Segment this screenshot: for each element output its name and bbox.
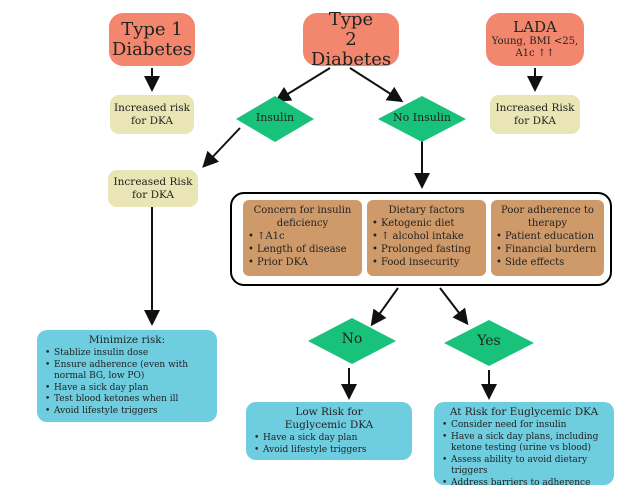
type1-line2: Diabetes <box>111 38 193 60</box>
diamond-no-insulin <box>378 96 466 142</box>
diamond-no <box>308 318 396 364</box>
risk-type1-line1: Increased risk <box>113 101 191 114</box>
at-risk-box: At Risk for Euglycemic DKA Consider need… <box>434 402 614 489</box>
lada-line2: A1c ↑↑ <box>515 48 555 59</box>
adherence-list: Patient education Financial burdern Side… <box>496 230 596 269</box>
risk-insulin-box: Increased Risk for DKA <box>108 170 198 207</box>
diamond-insulin-label: Insulin <box>255 111 295 124</box>
minimize-item: Test blood ketones when ill <box>45 394 209 406</box>
dietary-box: Dietary factors Ketogenic diet ↑ alcohol… <box>367 200 486 276</box>
type2-diabetes-box: Type 2 Diabetes <box>303 8 399 69</box>
at-risk-item: Address barriers to adherence <box>442 478 606 490</box>
concern-item: ↑A1c <box>248 230 347 243</box>
risk-type1-line2: for DKA <box>131 114 173 127</box>
minimize-risk-box: Minimize risk: Stablize insulin dose Ens… <box>37 330 217 422</box>
low-risk-title1: Low Risk for <box>295 406 363 418</box>
adherence-box: Poor adherence to therapy Patient educat… <box>491 200 604 276</box>
concern-item: Length of disease <box>248 243 347 256</box>
arrow-box-no <box>370 287 399 327</box>
low-risk-item: Avoid lifestyle triggers <box>254 445 367 457</box>
lada-line1: Young, BMI <25, <box>491 36 579 47</box>
minimize-list: Stablize insulin dose Ensure adherence (… <box>45 348 209 417</box>
risk-insulin-line1: Increased Risk <box>113 175 193 188</box>
concern-title: Concern for insulin deficiency <box>253 205 352 229</box>
dietary-list: Ketogenic diet ↑ alcohol intake Prolonge… <box>372 217 471 269</box>
low-risk-title2: Euglycemic DKA <box>284 419 374 431</box>
risk-type1-box: Increased risk for DKA <box>110 95 194 134</box>
arrow-type2-insulin <box>274 67 331 103</box>
at-risk-item: Have a sick day plans, including ketone … <box>442 432 606 455</box>
adherence-title: Poor adherence to therapy <box>501 205 594 229</box>
minimize-title: Minimize risk: <box>88 334 166 346</box>
at-risk-item: Consider need for insulin <box>442 420 606 432</box>
low-risk-item: Have a sick day plan <box>254 433 367 445</box>
lada-box: LADA Young, BMI <25, A1c ↑↑ <box>486 13 584 66</box>
low-risk-box: Low Risk for Euglycemic DKA Have a sick … <box>246 402 412 460</box>
diamond-no-insulin-label: No Insulin <box>392 111 452 124</box>
factors-container <box>230 192 612 286</box>
lada-title: LADA <box>513 18 557 36</box>
dietary-item: Food insecurity <box>372 256 471 269</box>
minimize-item: Have a sick day plan <box>45 383 209 395</box>
minimize-item: Stablize insulin dose <box>45 348 209 360</box>
type1-line1: Type 1 <box>121 18 183 40</box>
dietary-title: Dietary factors <box>388 205 465 216</box>
type1-diabetes-box: Type 1 Diabetes <box>109 13 195 66</box>
risk-lada-line1: Increased Risk <box>495 101 575 114</box>
risk-lada-line2: for DKA <box>514 114 556 127</box>
adherence-item: Side effects <box>496 256 596 269</box>
arrow-insulin-risk <box>202 127 241 168</box>
adherence-item: Patient education <box>496 230 596 243</box>
minimize-item: Ensure adherence (even with normal BG, l… <box>45 360 209 383</box>
arrow-box-yes <box>439 287 469 326</box>
diamond-yes <box>444 320 534 366</box>
diamond-no-label: No <box>341 331 363 347</box>
type2-line2: 2 Diabetes <box>310 28 392 70</box>
minimize-item: Avoid lifestyle triggers <box>45 406 209 418</box>
diamond-insulin <box>236 96 314 142</box>
concern-item: Prior DKA <box>248 256 347 269</box>
dietary-item: Prolonged fasting <box>372 243 471 256</box>
at-risk-title: At Risk for Euglycemic DKA <box>449 406 599 418</box>
concern-list: ↑A1c Length of disease Prior DKA <box>248 230 347 269</box>
concern-box: Concern for insulin deficiency ↑A1c Leng… <box>243 200 362 276</box>
at-risk-list: Consider need for insulin Have a sick da… <box>442 420 606 489</box>
low-risk-list: Have a sick day plan Avoid lifestyle tri… <box>254 433 367 456</box>
risk-insulin-line2: for DKA <box>132 188 174 201</box>
dietary-item: Ketogenic diet <box>372 217 471 230</box>
type2-line1: Type <box>328 8 374 30</box>
at-risk-item: Assess ability to avoid dietary triggers <box>442 455 606 478</box>
adherence-item: Financial burdern <box>496 243 596 256</box>
dietary-item: ↑ alcohol intake <box>372 230 471 243</box>
diamond-yes-label: Yes <box>477 333 501 349</box>
risk-lada-box: Increased Risk for DKA <box>490 95 580 134</box>
arrow-type2-noinsulin <box>349 67 404 103</box>
